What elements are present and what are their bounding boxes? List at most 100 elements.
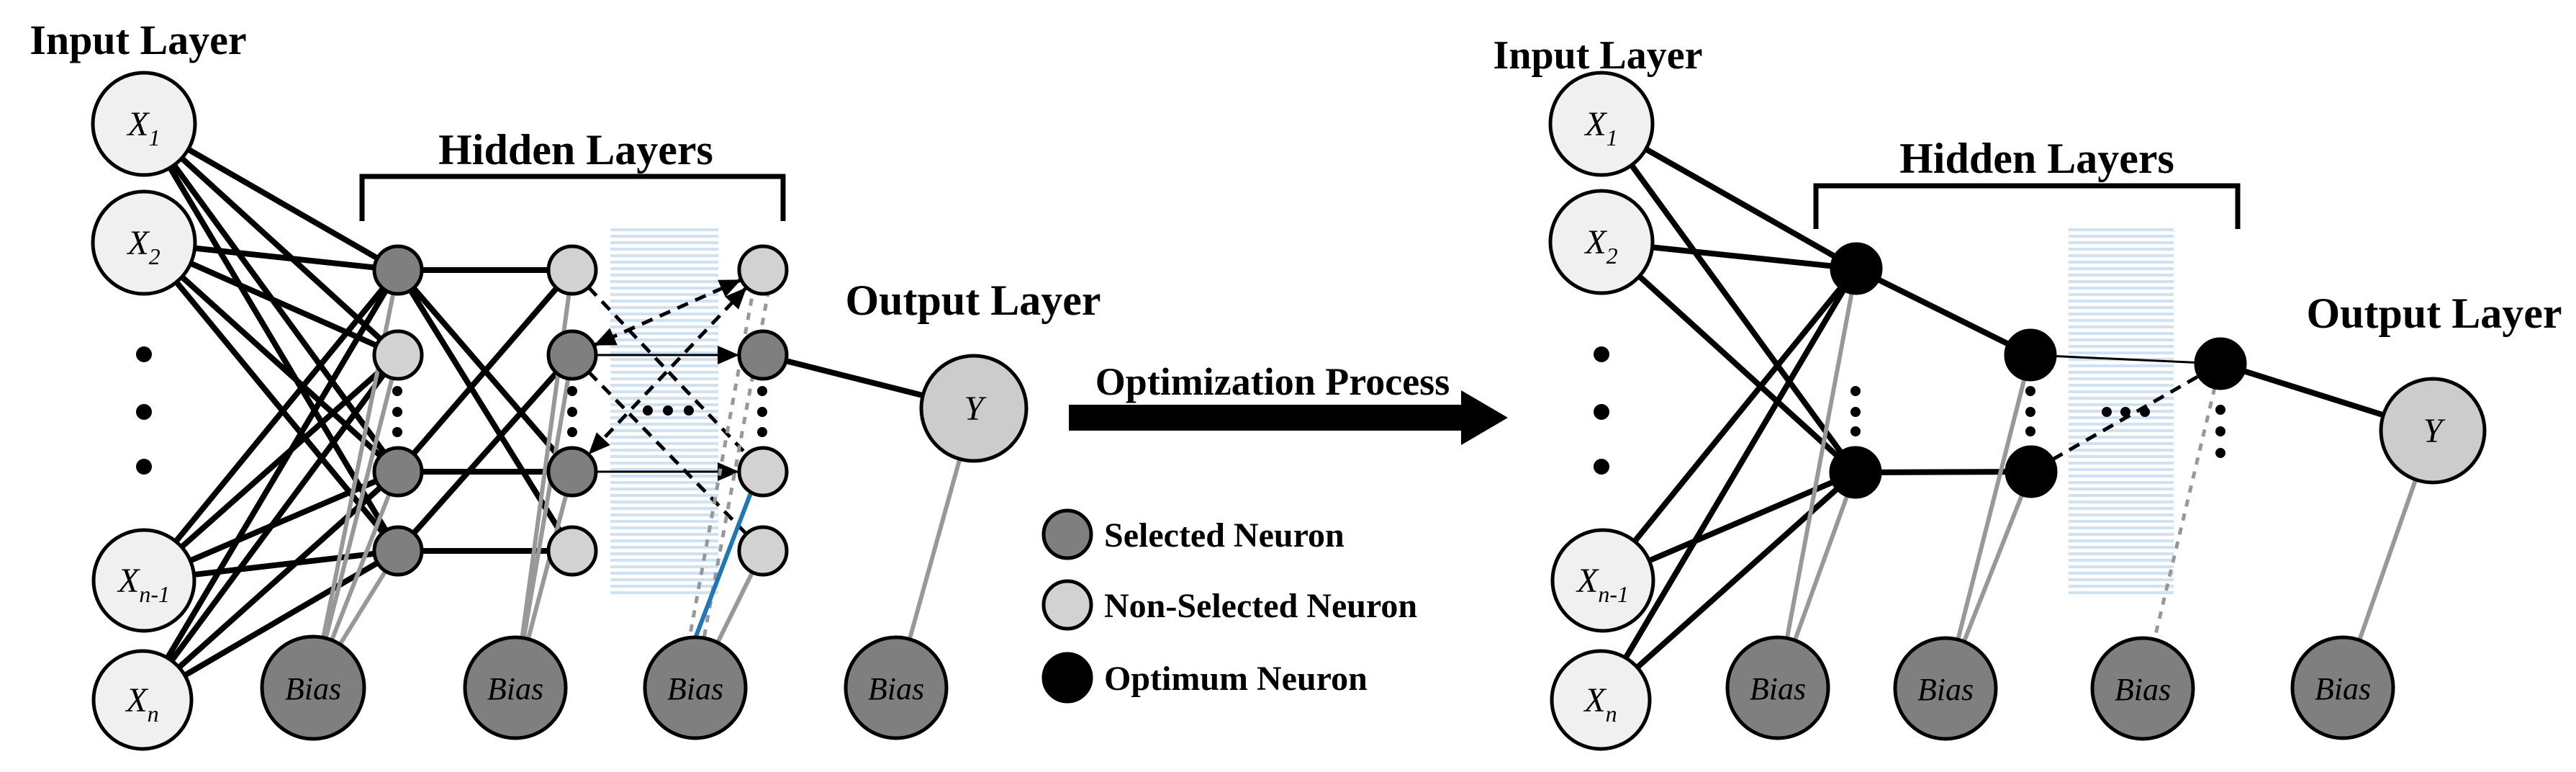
node-bias-b1 [260,634,366,741]
node-bias-rb4 [2290,635,2395,740]
node-optimum-rh1a [1830,242,1883,295]
edge-black [1635,486,1840,670]
node-input-x2 [91,189,197,296]
dots-icon [1850,407,1861,417]
edge-black [1648,479,1835,564]
output_label: Output Layer [2306,290,2562,337]
node-bias-rb1 [1725,635,1830,740]
dots-icon [2120,407,2130,417]
node-label-rx1: X1 [1583,105,1617,151]
hidden-layers-bracket [1813,183,2241,229]
dots-icon [567,427,577,437]
edge-gray [907,458,962,640]
edge-black [1632,285,1843,544]
dots-icon [136,459,152,475]
node-input-rx1 [1548,71,1655,177]
dots-icon [757,407,767,417]
edge-gray [1792,494,1850,642]
dots-icon [1594,459,1609,475]
legend-swatch-non_selected-icon [1041,579,1093,631]
edge-gray [715,571,755,644]
node-input-xn1 [91,528,196,633]
hidden_label: Hidden Layers [1899,135,2174,182]
edge-dash [593,278,742,347]
edge-gray [1956,378,2027,640]
edge-arrowhead-icon [594,328,618,346]
node-selected-h3b [737,329,789,381]
dots-icon [392,386,402,396]
node-input-xn [91,649,194,751]
edge-black [1623,288,1847,660]
edge-black [1644,146,1837,259]
hidden_label: Hidden Layers [438,126,713,174]
node-non_selected-h3c [737,446,789,498]
edge-arrowhead-icon [718,346,739,364]
legend-label-optimum: Optimum Neuron [1104,660,1368,698]
node-input-x1 [91,71,197,177]
node-bias-b2 [463,635,568,740]
edge-gray [1961,493,2025,643]
dots-icon [1850,426,1861,436]
dots-icon [2025,407,2035,417]
edge-black [189,478,378,564]
edge-gray [2357,478,2418,641]
edge-black [1637,274,1840,459]
node-label-rb3: Bias [2115,672,2171,707]
node-optimum-rh3a [2194,337,2247,390]
input_label: Input Layer [1493,33,1703,78]
node-label-y: Y [964,390,987,428]
node-input-rxn1 [1550,528,1655,633]
node-label-sub-rxn: n [1606,701,1617,727]
edge-black [173,286,386,544]
node-bias-b4 [844,635,949,740]
edge-black [1876,277,2010,347]
edge-arrowhead-icon [718,462,739,481]
dots-icon [1594,346,1609,362]
edge-gray [338,570,388,646]
output_label: Output Layer [845,277,1101,324]
edge-black [194,245,375,271]
edge-arrowhead-icon [725,287,747,310]
ellipsis-dots [136,346,767,475]
dots-icon [136,404,152,420]
edge-black [165,289,389,660]
node-label-sub-rx2: 2 [1606,243,1618,269]
edge-black [411,370,559,536]
dots-icon [136,346,152,362]
edge-black [179,156,383,341]
edge-black [1652,244,1832,269]
node-input-rxn [1550,649,1652,751]
node-label-rb1: Bias [1750,671,1806,706]
hidden-layers-bracket [359,174,786,221]
edge-arrowhead-icon [588,432,610,455]
node-label-rxn1: Xn-1 [1576,562,1629,607]
node-selected-h2b [546,329,598,381]
dots-icon [2025,426,2035,436]
dots-icon [663,405,673,416]
node-non_selected-h2d [546,525,598,577]
dots-icon [392,407,402,417]
node-label-rb4: Bias [2315,671,2371,706]
node-optimum-rh1b [1829,446,1882,499]
legend-swatch-optimum-icon [1041,652,1093,704]
optimization-process-label: Optimization Process [1095,360,1450,403]
legend-swatch-selected-icon [1041,508,1093,560]
edge-dash [2051,374,2200,462]
dots-icon [757,427,767,437]
edge-black [179,368,382,549]
optimization-arrow-group: Optimization Process [1069,360,1508,445]
node-label-sub-xn1: n-1 [139,581,170,607]
dots-icon [684,405,694,416]
node-label-b3: Bias [667,671,723,706]
edges [165,146,962,678]
dots-icon [1594,404,1609,420]
dots-icon [567,407,577,417]
edge-gray [525,494,569,640]
legend-item-optimum: Optimum Neuron [1041,652,1368,704]
legend-item-selected: Selected Neuron [1041,508,1345,560]
node-selected-h1a [372,244,424,296]
dots-icon [2215,426,2225,436]
